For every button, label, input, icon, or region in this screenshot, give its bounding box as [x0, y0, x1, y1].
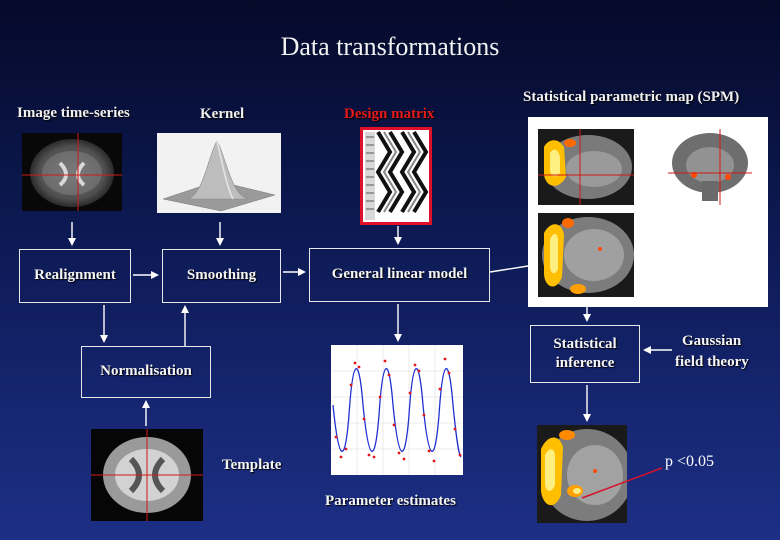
normalisation-box: Normalisation — [81, 346, 211, 398]
data-points — [334, 357, 462, 463]
page-title: Data transformations — [280, 32, 500, 61]
smoothing-box: Smoothing — [162, 249, 281, 303]
p-value-pointer — [581, 467, 663, 499]
connector-glm-to-spm — [489, 265, 529, 273]
thresholded-spm-image — [537, 425, 627, 523]
parameter-estimates-plot — [331, 345, 463, 475]
gaussian-kernel-image — [157, 133, 281, 213]
template-brain-image — [91, 429, 203, 521]
design-matrix-image — [360, 127, 432, 225]
template-label: Template — [222, 457, 282, 473]
statistical-inference-box: Statistical inference — [530, 325, 640, 383]
gaussian-label-line1: Gaussian — [682, 333, 742, 349]
fitted-curve — [332, 368, 462, 458]
gaussian-label-line2: field theory — [675, 354, 749, 370]
header-image-time-series: Image time-series — [17, 105, 130, 121]
general-linear-model-box: General linear model — [309, 248, 490, 302]
realignment-box: Realignment — [19, 249, 131, 303]
brain-time-series-image — [22, 133, 122, 211]
header-design-matrix: Design matrix — [344, 106, 435, 122]
statistical-inference-line1: Statistical — [553, 335, 617, 352]
parameter-estimates-label: Parameter estimates — [325, 493, 456, 509]
header-kernel: Kernel — [200, 106, 245, 122]
statistical-inference-line2: inference — [555, 355, 615, 371]
p-value-label: p <0.05 — [665, 453, 715, 470]
spm-panel — [528, 117, 768, 307]
header-spm: Statistical parametric map (SPM) — [523, 89, 740, 105]
